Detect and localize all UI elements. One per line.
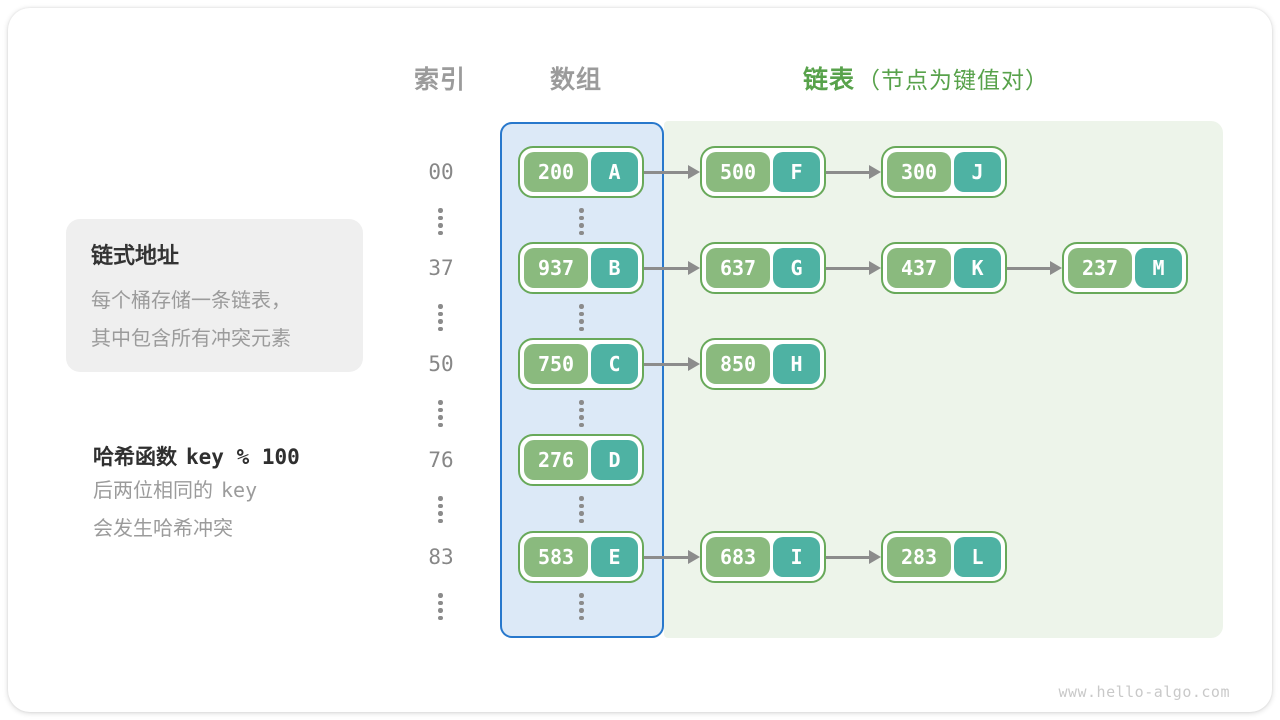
hash-line1-text: 后两位相同的 bbox=[93, 480, 213, 502]
node-key: 500 bbox=[706, 152, 770, 192]
bucket-row-37: 937 B 637 G 437 K 237 M bbox=[518, 242, 1188, 294]
node-key: 750 bbox=[524, 344, 588, 384]
node-key: 583 bbox=[524, 537, 588, 577]
node-value: E bbox=[591, 537, 638, 577]
bucket-row-83: 583 E 683 I 283 L bbox=[518, 531, 1007, 583]
node-key: 437 bbox=[887, 248, 951, 288]
concept-title: 链式地址 bbox=[91, 243, 180, 268]
column-header-array: 数组 bbox=[549, 66, 602, 94]
hash-node: 637 G bbox=[700, 242, 826, 294]
hash-title-text: 哈希函数 bbox=[93, 446, 177, 469]
ellipsis-dots bbox=[579, 304, 584, 331]
node-key: 276 bbox=[524, 440, 588, 480]
hash-node: 237 M bbox=[1062, 242, 1188, 294]
ellipsis-dots bbox=[438, 593, 443, 620]
pointer-arrow-icon bbox=[644, 555, 688, 559]
hash-line1-code: key bbox=[221, 478, 258, 502]
concept-line-2: 其中包含所有冲突元素 bbox=[91, 328, 291, 350]
hash-node: 300 J bbox=[881, 146, 1007, 198]
column-header-list-title: 链表 bbox=[803, 66, 856, 94]
node-value: F bbox=[773, 152, 820, 192]
node-key: 937 bbox=[524, 248, 588, 288]
hash-node: 200 A bbox=[518, 146, 644, 198]
index-label-76: 76 bbox=[428, 448, 454, 472]
pointer-arrow-icon bbox=[644, 266, 688, 270]
pointer-arrow-icon bbox=[826, 266, 869, 270]
node-key: 850 bbox=[706, 344, 770, 384]
hash-note-line-1: 后两位相同的 key bbox=[93, 471, 300, 510]
concept-info-box: 链式地址 每个桶存储一条链表， 其中包含所有冲突元素 bbox=[66, 219, 363, 372]
node-key: 200 bbox=[524, 152, 588, 192]
node-value: K bbox=[954, 248, 1001, 288]
pointer-arrow-icon bbox=[1007, 266, 1050, 270]
pointer-arrow-icon bbox=[826, 555, 869, 559]
column-header-index: 索引 bbox=[413, 66, 466, 94]
ellipsis-dots bbox=[438, 208, 443, 235]
ellipsis-dots bbox=[579, 496, 584, 523]
node-key: 683 bbox=[706, 537, 770, 577]
figure-card: 索引 数组 链表（节点为键值对） 链式地址 每个桶存储一条链表， 其中包含所有冲… bbox=[8, 8, 1272, 712]
hash-node: 283 L bbox=[881, 531, 1007, 583]
hash-node: 276 D bbox=[518, 434, 644, 486]
index-label-83: 83 bbox=[428, 545, 454, 569]
node-value: G bbox=[773, 248, 820, 288]
node-value: I bbox=[773, 537, 820, 577]
bucket-row-50: 750 C 850 H bbox=[518, 338, 826, 390]
concept-line-1: 每个桶存储一条链表， bbox=[91, 290, 291, 312]
hash-node: 850 H bbox=[700, 338, 826, 390]
hash-note-line-2: 会发生哈希冲突 bbox=[93, 518, 233, 540]
hash-node: 750 C bbox=[518, 338, 644, 390]
node-value: H bbox=[773, 344, 820, 384]
pointer-arrow-icon bbox=[644, 170, 688, 174]
node-key: 237 bbox=[1068, 248, 1132, 288]
index-label-00: 00 bbox=[428, 160, 454, 184]
hash-node: 437 K bbox=[881, 242, 1007, 294]
ellipsis-dots bbox=[438, 304, 443, 331]
node-value: J bbox=[954, 152, 1001, 192]
hash-function-note: 哈希函数 key % 100 后两位相同的 key 会发生哈希冲突 bbox=[93, 441, 300, 548]
node-key: 300 bbox=[887, 152, 951, 192]
hash-node: 500 F bbox=[700, 146, 826, 198]
column-header-list-note: （节点为键值对） bbox=[857, 67, 1050, 93]
ellipsis-dots bbox=[579, 593, 584, 620]
bucket-row-76: 276 D bbox=[518, 434, 644, 486]
ellipsis-dots bbox=[438, 496, 443, 523]
ellipsis-dots bbox=[579, 208, 584, 235]
site-watermark: www.hello-algo.com bbox=[1058, 683, 1230, 701]
index-label-37: 37 bbox=[428, 256, 454, 280]
node-value: L bbox=[954, 537, 1001, 577]
ellipsis-dots bbox=[438, 400, 443, 427]
node-value: A bbox=[591, 152, 638, 192]
node-key: 283 bbox=[887, 537, 951, 577]
ellipsis-dots bbox=[579, 400, 584, 427]
node-key: 637 bbox=[706, 248, 770, 288]
hash-function-title: 哈希函数 key % 100 bbox=[93, 441, 300, 471]
pointer-arrow-icon bbox=[826, 170, 869, 174]
node-value: M bbox=[1135, 248, 1182, 288]
node-value: D bbox=[591, 440, 638, 480]
hash-node: 583 E bbox=[518, 531, 644, 583]
hash-node: 937 B bbox=[518, 242, 644, 294]
bucket-row-00: 200 A 500 F 300 J bbox=[518, 146, 1007, 198]
hash-title-code: key % 100 bbox=[186, 445, 300, 469]
index-label-50: 50 bbox=[428, 352, 454, 376]
hash-node: 683 I bbox=[700, 531, 826, 583]
pointer-arrow-icon bbox=[644, 362, 688, 366]
node-value: C bbox=[591, 344, 638, 384]
node-value: B bbox=[591, 248, 638, 288]
column-header-list: 链表（节点为键值对） bbox=[803, 60, 1049, 96]
